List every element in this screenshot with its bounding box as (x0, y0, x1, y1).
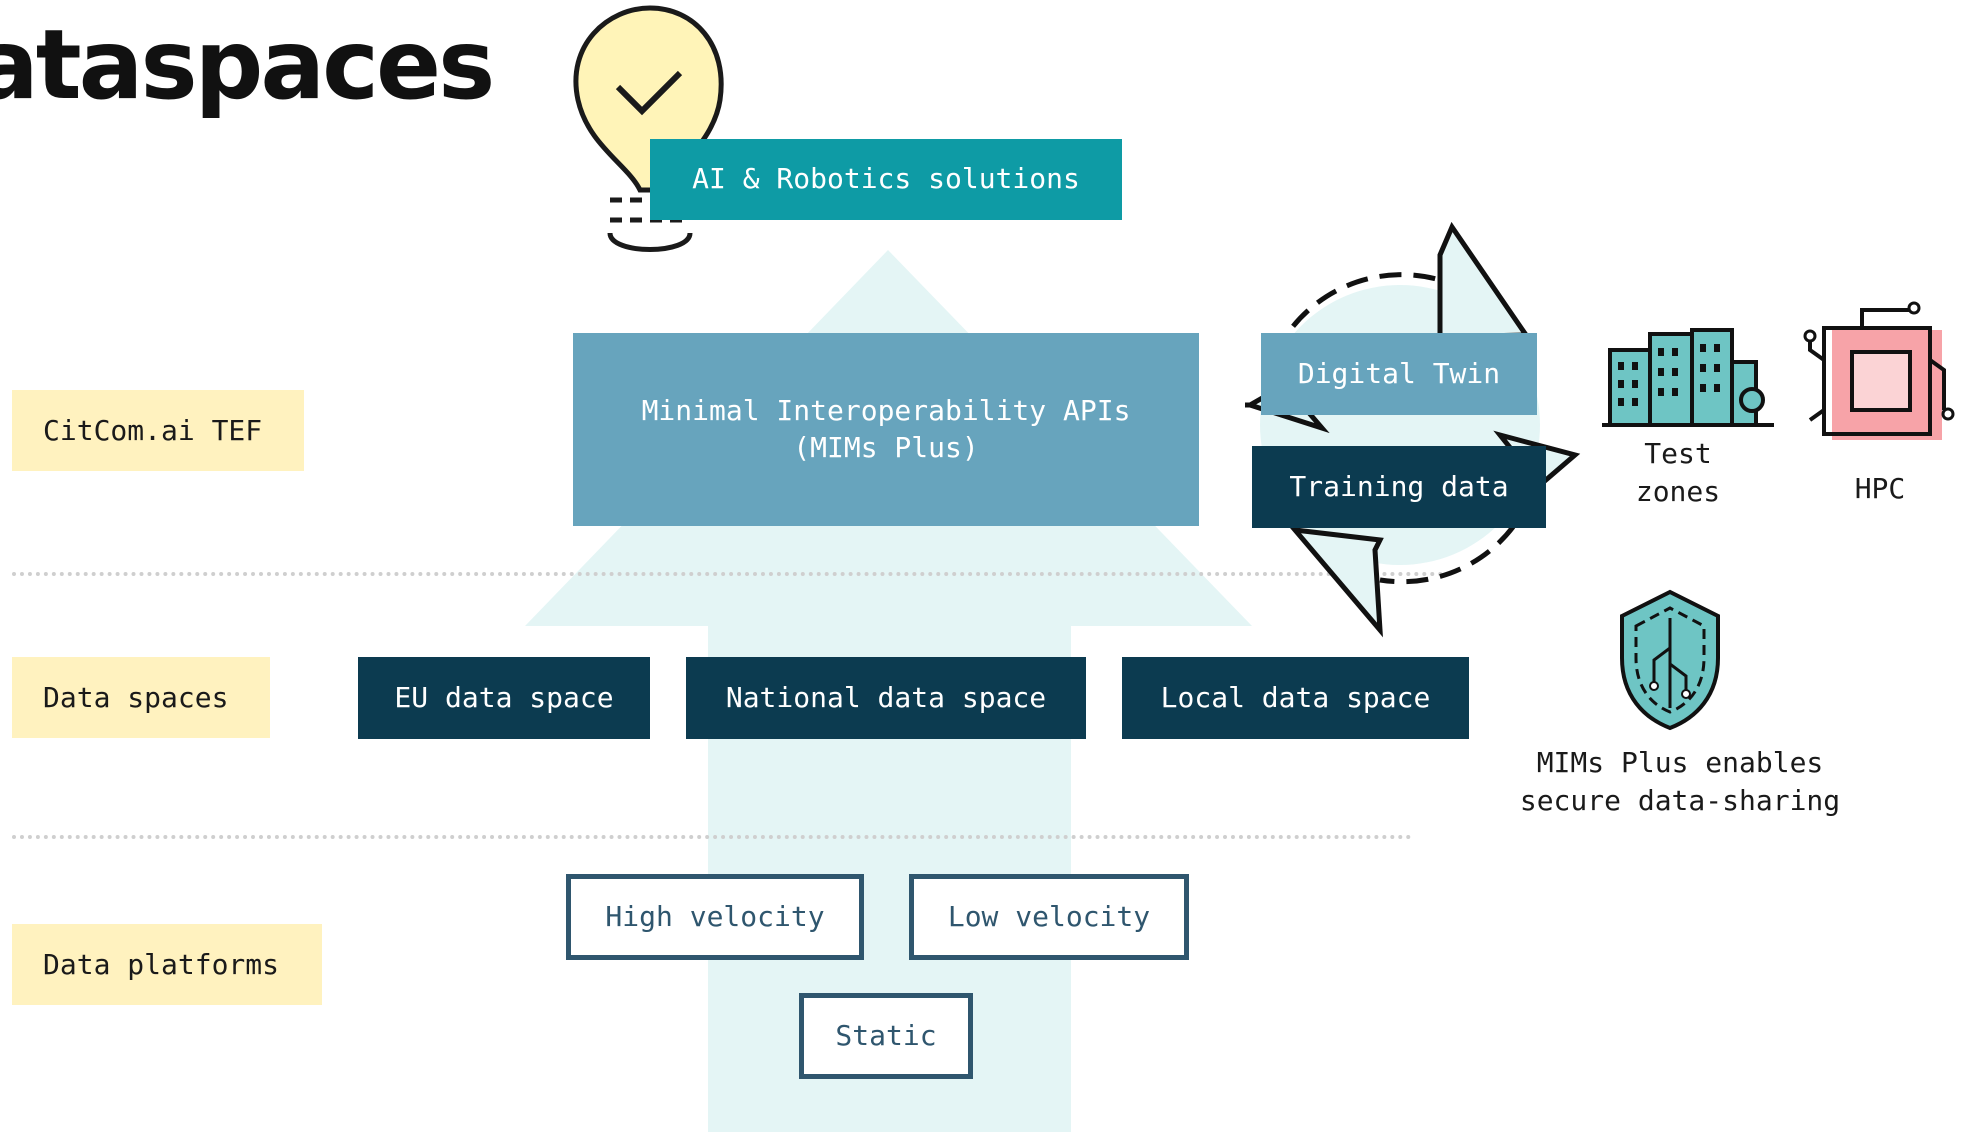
layer-label-data-spaces: Data spaces (12, 657, 270, 738)
digital-twin-box: Digital Twin (1261, 333, 1537, 415)
shield-icon (1620, 589, 1720, 731)
lightbulb-check-icon (573, 5, 724, 252)
buildings-icon (1602, 328, 1774, 427)
national-data-space-box: National data space (686, 657, 1086, 739)
separator-line-bottom (12, 835, 1412, 839)
hpc-chip-icon (1803, 301, 1955, 440)
training-data-box: Training data (1252, 446, 1546, 528)
layer-label-data-platforms: Data platforms (12, 924, 322, 1005)
low-velocity-box: Low velocity (909, 874, 1189, 960)
secure-sharing-caption: MIMs Plus enables secure data-sharing (1519, 746, 1841, 817)
eu-data-space-box: EU data space (358, 657, 650, 739)
test-zones-caption: Test zones (1635, 437, 1721, 508)
hpc-caption: HPC (1854, 472, 1906, 505)
page-title: ataspaces (0, 9, 495, 121)
cycle-arrows-icon (1245, 221, 1581, 638)
high-velocity-box: High velocity (566, 874, 864, 960)
static-box: Static (799, 993, 973, 1079)
local-data-space-box: Local data space (1122, 657, 1469, 739)
layer-label-tef: CitCom.ai TEF (12, 390, 304, 471)
separator-line-top (12, 572, 1452, 576)
mims-plus-box: Minimal Interoperability APIs (MIMs Plus… (573, 333, 1199, 526)
ai-robotics-solutions-box: AI & Robotics solutions (650, 139, 1122, 220)
